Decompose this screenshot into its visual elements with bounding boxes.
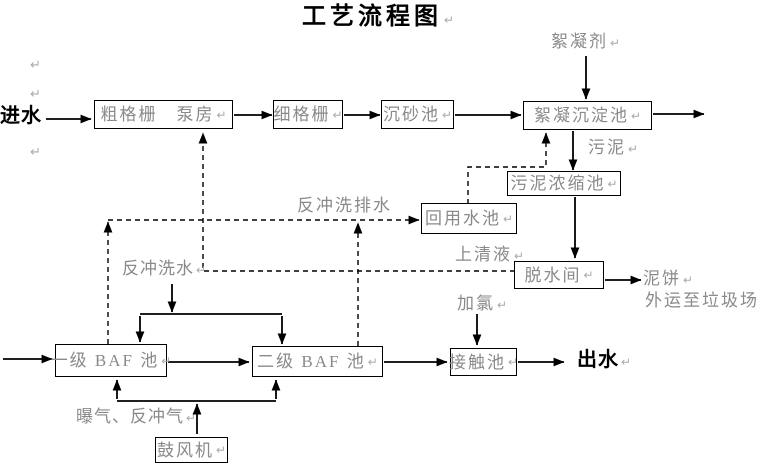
- paragraph-mark: ↵: [30, 144, 41, 159]
- node-blower: 鼓风机↵: [155, 437, 228, 463]
- return-mark: ↵: [607, 176, 618, 191]
- paragraph-mark: ↵: [30, 57, 41, 72]
- paragraph-mark: ↵: [30, 86, 41, 101]
- return-mark: ↵: [186, 411, 197, 425]
- label-supernatant: 上清液↵: [455, 245, 525, 264]
- return-mark: ↵: [441, 107, 453, 122]
- node-reuse-water-tank: 回用水池↵: [421, 203, 517, 234]
- return-mark: ↵: [332, 107, 343, 122]
- node-fine-screen: 细格栅↵: [273, 100, 343, 129]
- return-mark: ↵: [628, 142, 639, 156]
- node-grit-chamber: 沉砂池↵: [381, 100, 454, 129]
- return-mark: ↵: [196, 263, 207, 277]
- node-coarse-screen-pump-house: 粗格栅 泵房↵: [94, 100, 233, 129]
- return-mark: ↵: [161, 353, 172, 368]
- node-contact-tank: 接触池↵: [449, 348, 519, 376]
- return-mark: ↵: [610, 36, 621, 50]
- return-mark: ↵: [683, 273, 694, 287]
- label-landfill: 外运至垃圾场↵: [645, 291, 759, 310]
- return-mark: ↵: [497, 298, 508, 312]
- node-flocculation-sedimentation-tank: 絮凝沉淀池↵: [523, 101, 652, 130]
- return-mark: ↵: [216, 107, 227, 122]
- label-backwash-drain: 反冲洗排水: [297, 196, 392, 215]
- label-backwash-water: 反冲洗水↵: [122, 259, 207, 278]
- return-mark: ↵: [444, 13, 455, 27]
- label-mud-cake: 泥饼↵: [643, 269, 694, 288]
- return-mark: ↵: [630, 108, 642, 123]
- return-mark: ↵: [215, 443, 227, 457]
- label-aeration-backwash-air: 曝气、反冲气↵: [76, 407, 197, 426]
- return-mark: ↵: [502, 211, 514, 226]
- return-mark: ↵: [507, 355, 519, 369]
- label-effluent: 出水↵: [577, 349, 632, 371]
- label-sludge: 污泥↵: [588, 138, 639, 157]
- node-baf-stage-1: 一级 BAF 池↵: [51, 344, 171, 377]
- return-mark: ↵: [583, 268, 594, 282]
- return-mark: ↵: [621, 355, 632, 369]
- node-sludge-thickening-tank: 污泥浓缩池↵: [507, 171, 621, 196]
- label-influent: 进水: [0, 105, 42, 127]
- return-mark: ↵: [514, 249, 525, 263]
- node-baf-stage-2: 二级 BAF 池↵: [252, 346, 383, 377]
- edge-supernatant-return-to-pump-house: [198, 132, 515, 272]
- return-mark: ↵: [367, 354, 378, 369]
- page-title: 工艺流程图↵: [302, 4, 455, 30]
- node-dewatering-room: 脱水间↵: [514, 261, 604, 289]
- label-flocculant: 絮凝剂↵: [551, 32, 621, 51]
- label-chlorination: 加氯↵: [457, 294, 508, 313]
- edge-reuse-tank-to-flocculation: [467, 132, 551, 204]
